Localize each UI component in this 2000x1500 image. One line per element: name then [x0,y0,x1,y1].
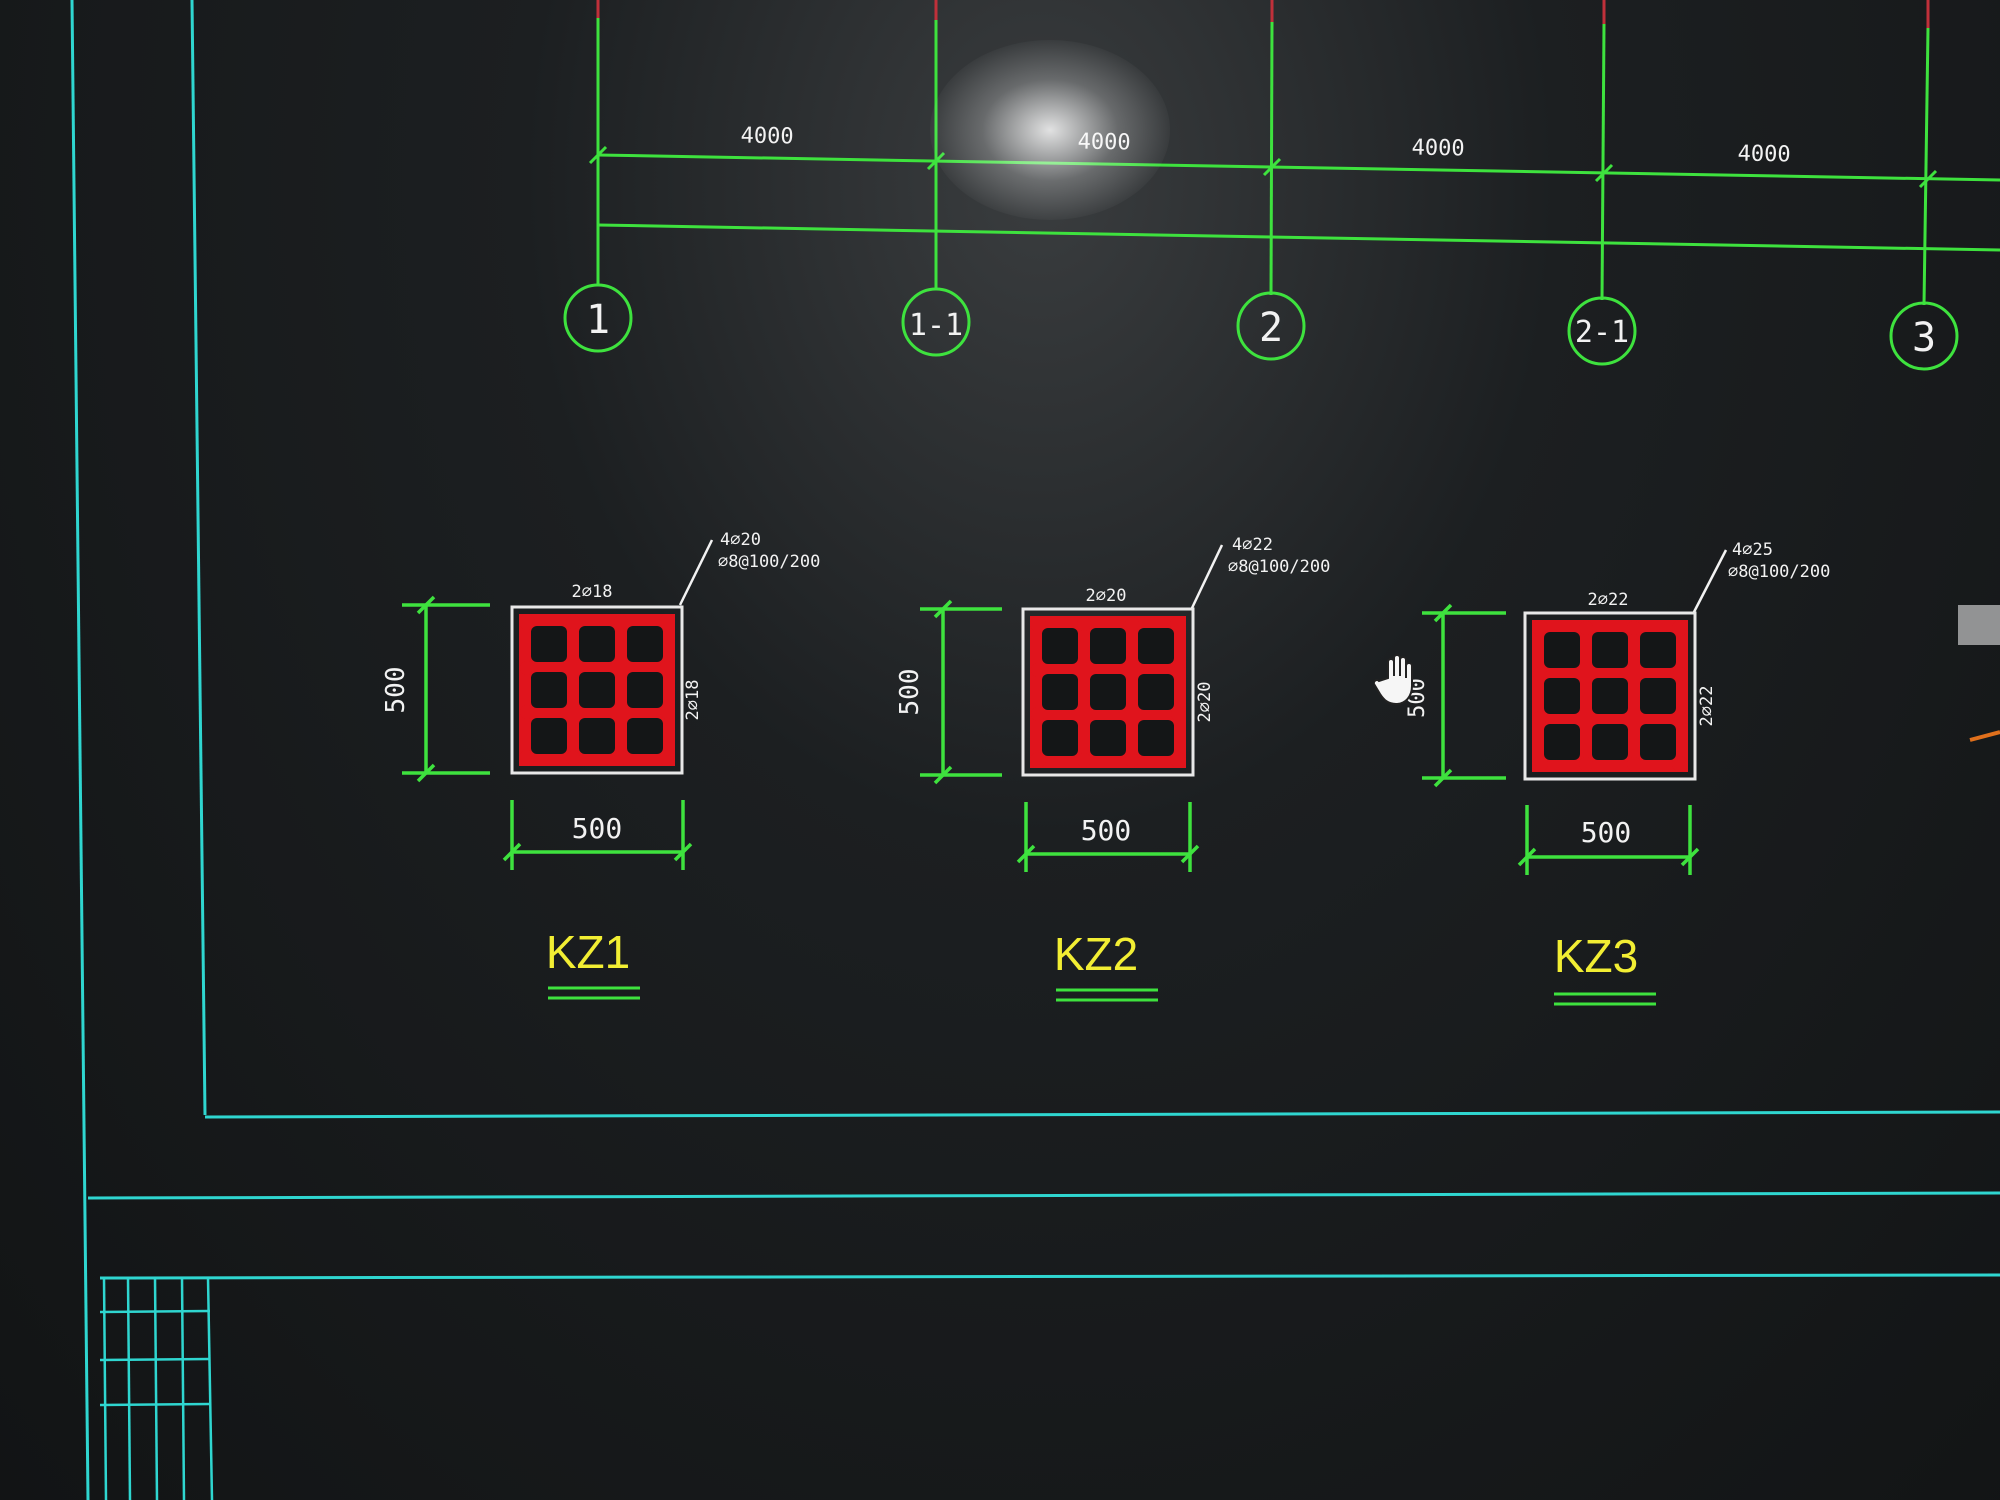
offscreen-note-fragment [1958,605,2000,742]
drawing-frame [70,0,2000,1500]
kz2-width-dimension: 500 [1081,814,1132,847]
axis-connection-line [597,223,2000,252]
dimension-text-4: 4000 [1737,142,1790,168]
axis-bubble-2 [1236,291,1306,361]
kz3-label: KZ3 [1554,930,1638,982]
kz3-stirrup: ⌀8@100/200 [1728,562,1830,582]
axis-label-1-1: 1-1 [909,308,963,343]
hand-pan-icon[interactable] [1374,652,1422,708]
kz2-corner-rebar: 4⌀22 [1232,535,1273,555]
kz2-top-rebar: 2⌀20 [1086,586,1127,606]
kz1-corner-rebar: 4⌀20 [720,530,761,550]
kz3-top-rebar: 2⌀22 [1588,590,1629,610]
column-section-kz1[interactable]: 500 500 2⌀18 2⌀18 4⌀20 ⌀8@100/200 KZ1 [381,530,820,1000]
kz1-width-dimension: 500 [572,812,623,845]
kz2-label: KZ2 [1054,928,1138,980]
kz2-height-dimension: 500 [895,669,925,716]
column-section-kz3[interactable]: 500 500 2⌀22 2⌀22 4⌀25 ⌀8@100/200 KZ3 [1405,540,1830,1006]
axis-label-1: 1 [586,297,610,343]
kz1-side-rebar: 2⌀18 [683,680,703,721]
axis-line-2-1 [1600,23,1606,301]
kz2-stirrup: ⌀8@100/200 [1228,557,1330,577]
kz3-side-rebar: 2⌀22 [1697,686,1717,727]
title-block-grid [99,1277,214,1500]
inner-border-bottom [204,1110,2000,1119]
axis-label-2-1: 2-1 [1575,315,1629,350]
dimension-text-2: 4000 [1077,130,1130,156]
axis-bubble-3 [1889,301,1959,371]
axis-label-2: 2 [1259,305,1283,351]
axis-grid: 4000 4000 4000 4000 1 1-1 2 2-1 3 [563,0,2000,371]
outer-border-left [70,0,90,1500]
axis-bubble-2-1 [1567,296,1637,366]
inner-border-left [190,0,207,1116]
axis-bubble-1-1 [901,287,971,357]
kz2-side-rebar: 2⌀20 [1195,682,1215,723]
dimension-text-1: 4000 [740,124,793,150]
kz1-stirrup: ⌀8@100/200 [718,552,820,572]
kz3-corner-rebar: 4⌀25 [1732,540,1773,560]
dimension-line [597,153,2000,182]
kz1-height-dimension: 500 [381,667,411,714]
axis-line-3 [1922,27,1930,306]
axis-line-2 [1269,21,1274,296]
axis-label-3: 3 [1912,315,1936,361]
axis-bubble-1 [563,283,633,353]
dimension-text-3: 4000 [1411,136,1464,162]
title-block-top [99,1273,2000,1280]
kz3-width-dimension: 500 [1581,816,1632,849]
kz1-label: KZ1 [546,926,630,978]
outer-border-bottom [87,1191,2000,1200]
column-section-kz2[interactable]: 500 500 2⌀20 2⌀20 4⌀22 ⌀8@100/200 KZ2 [895,535,1330,1002]
kz1-top-rebar: 2⌀18 [572,582,613,602]
